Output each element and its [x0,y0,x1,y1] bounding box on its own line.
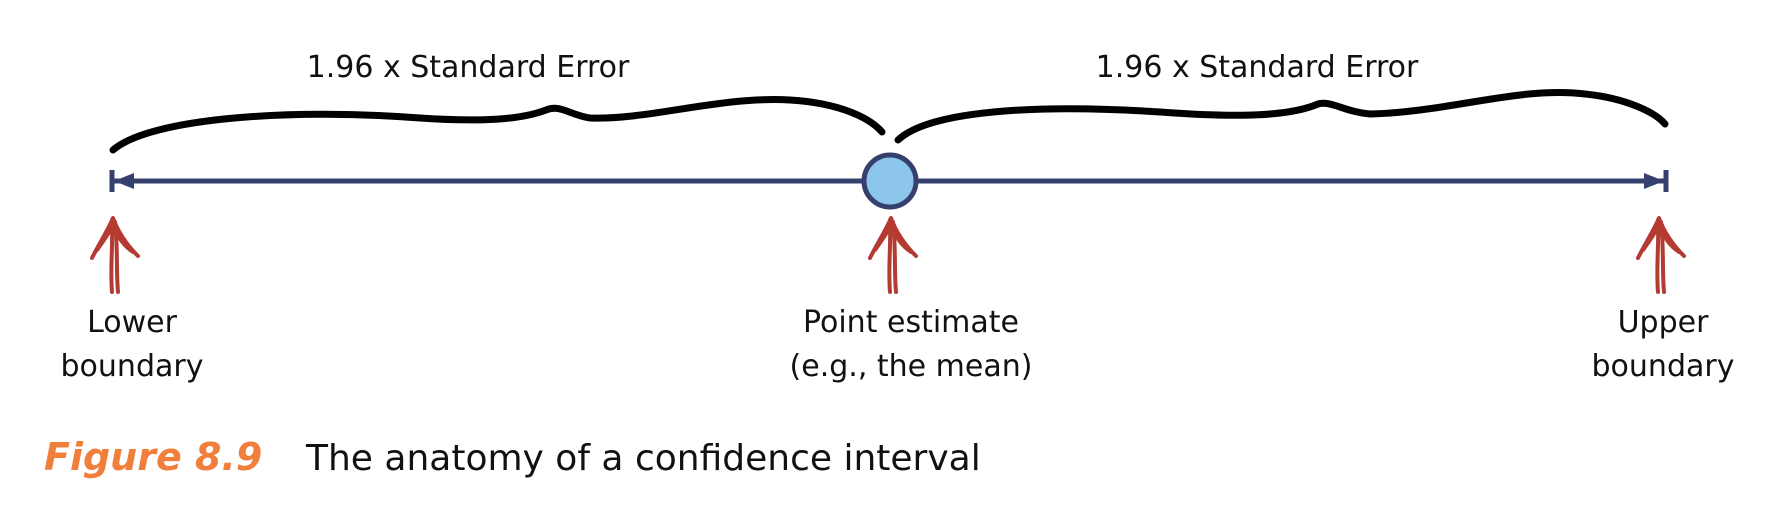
point-estimate-circle [861,152,919,210]
upper-boundary-label-line1: Upper [1618,305,1710,340]
upper-boundary-arrow [1636,216,1686,294]
right-brace-label: 1.96 x Standard Error [1096,50,1419,85]
point-estimate-label-line2: (e.g., the mean) [790,349,1033,384]
upper-boundary-label-line2: boundary [1592,349,1735,384]
figure-number: Figure 8.9 [44,435,262,479]
point-estimate-arrow [868,216,918,294]
lower-arrowhead [114,173,134,189]
lower-boundary-arrow [90,216,140,294]
left-brace-label: 1.96 x Standard Error [307,50,630,85]
lower-boundary-label-line2: boundary [61,349,204,384]
lower-boundary-label-line1: Lower [87,305,178,340]
point-estimate-label-line1: Point estimate [803,305,1019,340]
left-brace [109,96,886,154]
upper-arrowhead [1644,173,1664,189]
right-brace [894,88,1669,144]
figure-caption: The anatomy of a confidence interval [305,438,981,479]
